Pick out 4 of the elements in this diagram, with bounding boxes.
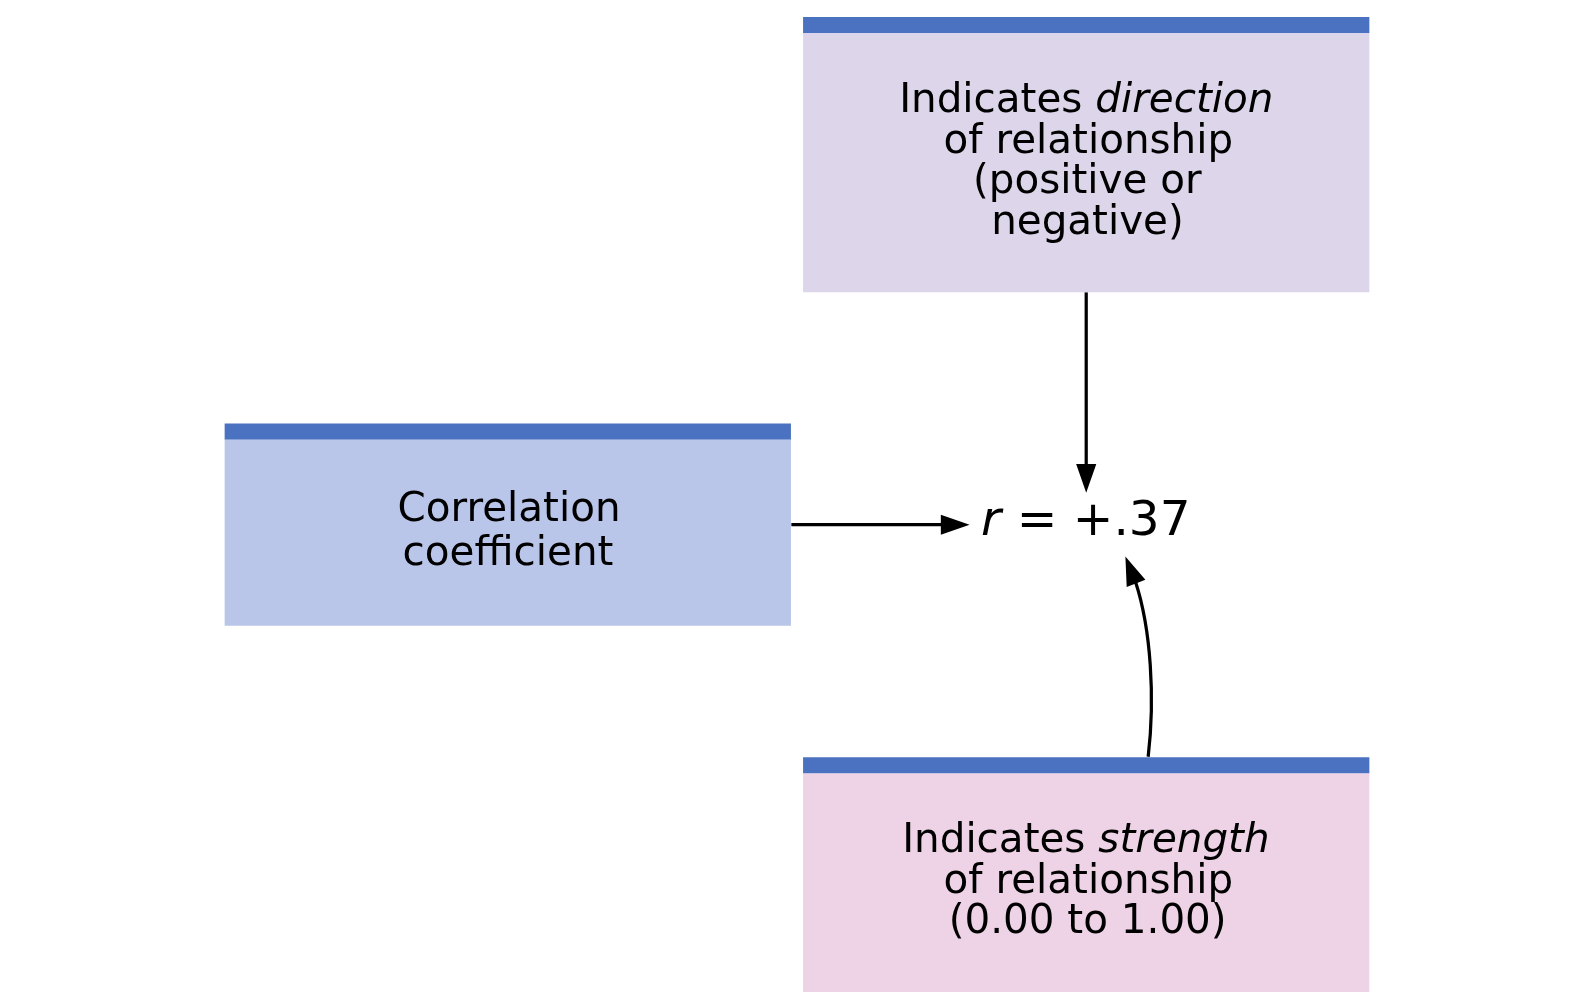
- arrow: [791, 514, 970, 535]
- arrow: [1076, 291, 1097, 493]
- arrow: [1125, 556, 1154, 757]
- node-text: r = +.37: [981, 489, 1191, 546]
